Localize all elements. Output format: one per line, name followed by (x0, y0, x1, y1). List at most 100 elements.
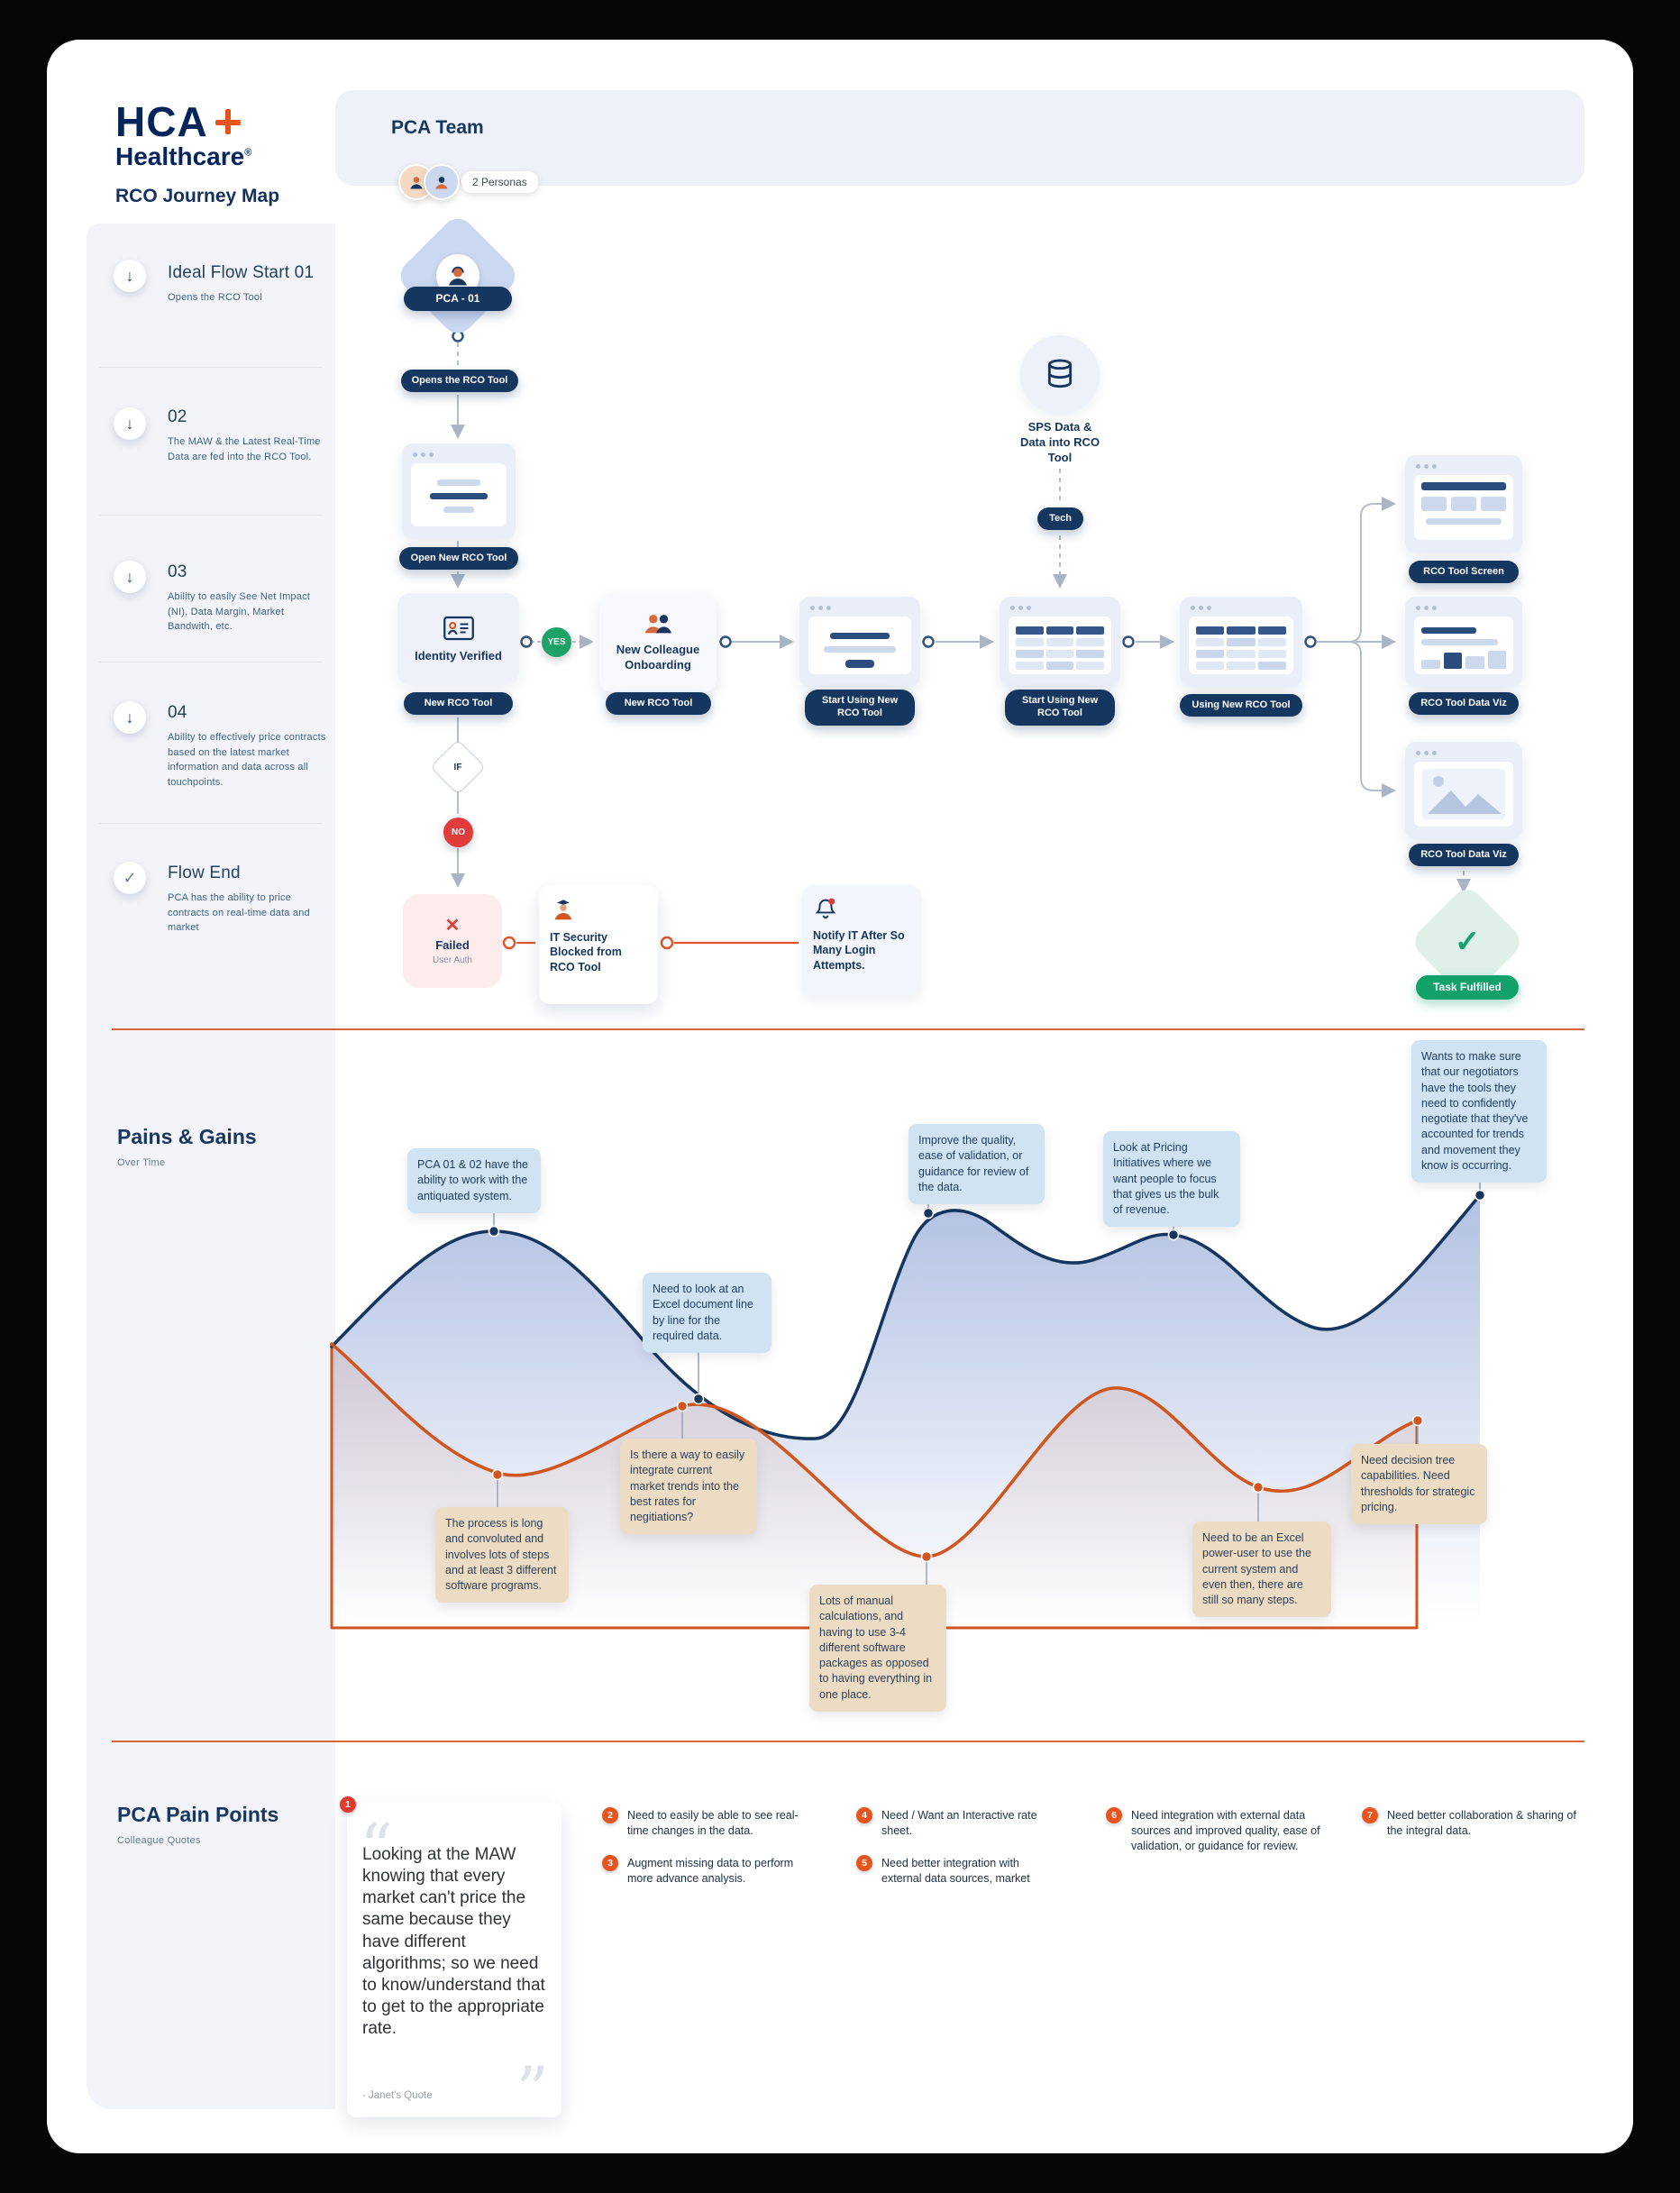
sps-data-label: SPS Data & Data into RCO Tool (1019, 420, 1100, 464)
step-3-desc: Ability to easily See Net Impact (NI), D… (168, 591, 311, 632)
sps-data-node (1020, 335, 1100, 415)
pain-point-text-6: Need integration with external data sour… (1131, 1809, 1320, 1852)
pain-point-marker-6: 6 (1106, 1807, 1122, 1823)
onboarding-pill: New RCO Tool (606, 692, 711, 715)
persona-icon (449, 266, 467, 286)
hca-cross-icon (215, 109, 241, 134)
it-security-card: IT Security Blocked from RCO Tool (539, 885, 658, 1004)
it-security-label: IT Security Blocked from RCO Tool (550, 931, 622, 973)
arrow-down-icon: ↓ (125, 708, 134, 726)
notify-it-card: Notify IT After So Many Login Attempts. (802, 885, 921, 995)
sidebar-background (87, 224, 335, 2109)
pain-point-text-3: Augment missing data to perform more adv… (627, 1857, 794, 1885)
dashboard-panel (1414, 475, 1513, 540)
pain-point-marker-3: 3 (602, 1855, 618, 1871)
brand-hca-text: HCA (115, 98, 208, 145)
identity-verified-label: Identity Verified (415, 648, 502, 662)
step-3-title: 03 (168, 562, 187, 581)
window-dots (1010, 606, 1111, 610)
check-icon: ✓ (123, 868, 137, 887)
no-node: NO (443, 818, 473, 847)
table-row (1016, 650, 1105, 658)
persona-avatar-2 (424, 164, 460, 200)
table-row (1196, 638, 1286, 646)
step-1-desc: Opens the RCO Tool (168, 292, 262, 303)
chart-image-icon (1422, 769, 1505, 819)
table-row (1196, 650, 1286, 658)
alert-bell-icon (815, 898, 836, 918)
table-row (1016, 626, 1105, 635)
brand-healthcare-text: Healthcare (115, 142, 245, 170)
check-icon: ✓ (1454, 925, 1481, 959)
window-dots (810, 606, 911, 610)
brand-name-top: HCA (115, 97, 279, 146)
step-4-desc: Ability to effectively price contracts b… (168, 732, 326, 788)
pain-point-marker-1: 1 (340, 1796, 356, 1813)
rco-screen-pill: RCO Tool Screen (1409, 561, 1519, 583)
step-2-icon: ↓ (114, 407, 146, 440)
ui-line (443, 507, 475, 513)
step-4-icon: ↓ (114, 701, 146, 734)
mini-bars (1421, 651, 1506, 669)
id-card-icon (443, 616, 474, 640)
section-divider-top (112, 1028, 1584, 1030)
sidebar-divider (99, 823, 323, 824)
pain-point-marker-7: 7 (1362, 1807, 1378, 1823)
step-2-title: 02 (168, 407, 187, 426)
failed-sublabel: User Auth (433, 955, 472, 965)
colleague-quote-card: “ ” Looking at the MAW knowing that ever… (347, 1803, 562, 2123)
rco-dataviz-screen-1 (1405, 597, 1522, 687)
quote-attribution: - Janet's Quote (362, 2090, 433, 2101)
step-3-icon: ↓ (114, 561, 146, 593)
table-row (1016, 638, 1105, 646)
pain-callout-2: Is there a way to easily integrate curre… (620, 1439, 757, 1535)
rco-tool-screen (1405, 455, 1522, 553)
database-icon (1047, 359, 1073, 388)
page-title: RCO Journey Map (115, 186, 280, 206)
sidebar-divider (99, 515, 323, 516)
pain-point-text-2: Need to easily be able to see real-time … (627, 1809, 799, 1837)
pains-gains-subtitle: Over Time (117, 1157, 166, 1168)
window-dots (1191, 606, 1293, 610)
ui-header-bar (1421, 482, 1506, 490)
notify-it-label: Notify IT After So Many Login Attempts. (813, 929, 905, 972)
ui-button (845, 660, 875, 668)
pain-point-marker-4: 4 (856, 1807, 872, 1823)
start-using-screen-2 (1000, 597, 1120, 687)
step-5-icon: ✓ (114, 862, 146, 894)
pca-team-bar (335, 90, 1584, 186)
arrow-down-icon: ↓ (125, 567, 134, 586)
personas-count-badge: 2 Personas (461, 171, 538, 193)
brand-name-bottom: Healthcare® (115, 142, 279, 171)
if-label: IF (453, 762, 462, 772)
pains-gains-title: Pains & Gains (117, 1125, 257, 1148)
task-fulfilled-pill: Task Fulfilled (1416, 975, 1519, 1000)
gain-callout-2: Need to look at an Excel document line b… (643, 1273, 772, 1353)
open-new-rco-pill: Open New RCO Tool (399, 547, 518, 570)
opens-rco-pill: Opens the RCO Tool (401, 370, 518, 392)
using-rco-screen (1180, 597, 1302, 687)
start-using-pill-1: Start Using New RCO Tool (805, 690, 915, 726)
step-5-title: Flow End (168, 863, 241, 882)
window-dots (1416, 751, 1513, 755)
rco-dataviz-pill-1: RCO Tool Data Viz (1409, 692, 1519, 715)
window-dots (1416, 606, 1513, 610)
screen-panel (808, 617, 911, 674)
table-panel (1189, 617, 1293, 674)
team-label: PCA Team (391, 117, 484, 138)
pain-points-title: PCA Pain Points (117, 1803, 279, 1826)
rco-dataviz-pill-2: RCO Tool Data Viz (1409, 844, 1519, 866)
ui-line (1421, 627, 1477, 634)
window-dots (1416, 464, 1513, 469)
colleagues-icon (644, 615, 671, 634)
sidebar-divider (99, 367, 323, 368)
start-using-screen-1 (799, 597, 920, 687)
table-row (1196, 626, 1286, 635)
gain-callout-4: Look at Pricing Initiatives where we wan… (1103, 1131, 1240, 1228)
onboarding-card: New Colleague Onboarding (599, 593, 717, 692)
onboarding-label: New Colleague Onboarding (616, 643, 700, 672)
x-icon: ✕ (444, 916, 461, 936)
gain-callout-3: Improve the quality, ease of validation,… (908, 1124, 1045, 1204)
screen-panel (411, 463, 507, 526)
